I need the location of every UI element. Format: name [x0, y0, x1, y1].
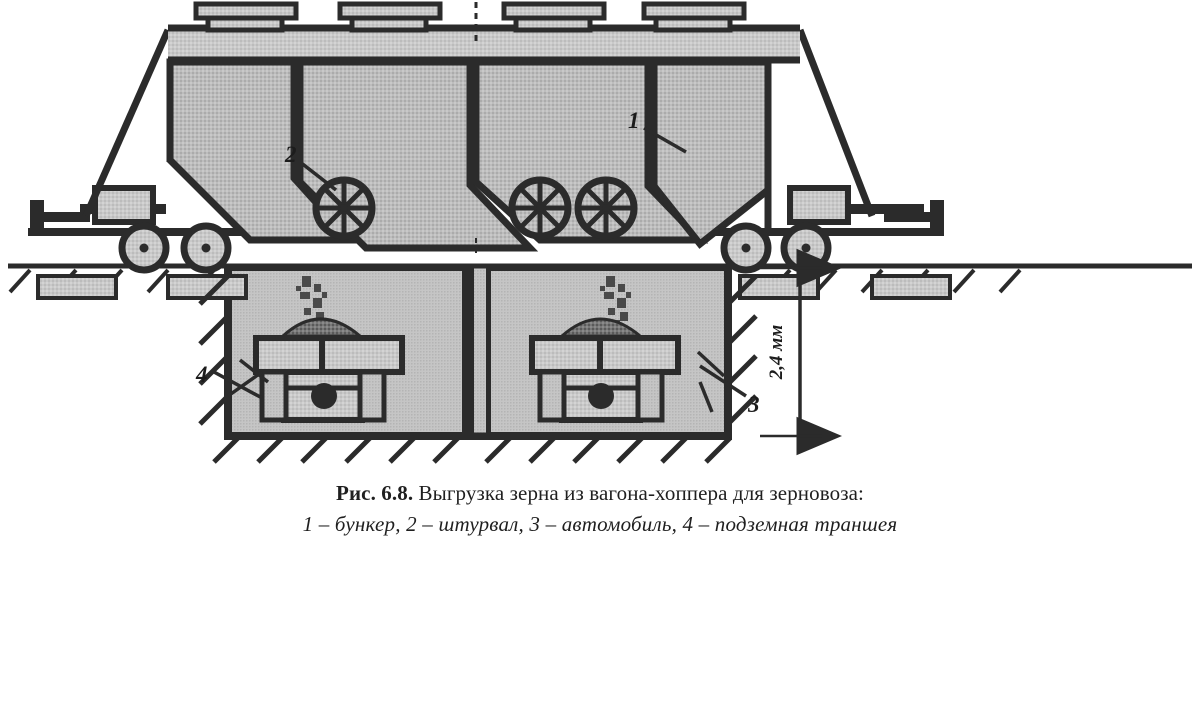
end-slope-left: [82, 28, 172, 218]
roof-hatch-2: [337, 1, 443, 33]
callout-label-1: 1: [628, 108, 640, 133]
figure-title: Выгрузка зерна из вагона-хоппера для зер…: [418, 481, 864, 505]
hopper-car-body: [82, 1, 876, 256]
handwheel-1: [312, 176, 376, 240]
handwheel-2: [508, 176, 572, 240]
trench-wall-hatch-left: [198, 274, 230, 426]
figure-caption: Рис. 6.8. Выгрузка зерна из вагона-хоппе…: [0, 478, 1200, 540]
figure-legend: 1 – бункер, 2 – штурвал, 3 – автомобиль,…: [302, 512, 898, 536]
roof-hatches[interactable]: [193, 1, 747, 33]
trench-wall-hatch-right: [726, 274, 758, 426]
handwheel-3: [574, 176, 638, 240]
handwheels[interactable]: [312, 176, 638, 240]
track-sleepers: [36, 274, 952, 300]
car-roof: [168, 28, 800, 60]
leader-1: [643, 126, 687, 154]
callout-label-4: 4: [195, 362, 208, 387]
roof-hatch-1: [193, 1, 299, 33]
callout-label-2: 2: [284, 142, 297, 167]
truck-wheel-right: [588, 383, 614, 409]
buffer-box-right: [787, 185, 851, 225]
truck-bed-right: [529, 335, 681, 375]
truck-bed-left: [253, 335, 405, 375]
truck-right: [529, 276, 681, 423]
bogie-left: [118, 222, 232, 274]
truck-left: [253, 276, 405, 423]
trench-divider-wall: [462, 266, 474, 438]
hopper-bay-4: [650, 58, 772, 249]
leader-4: [213, 358, 270, 400]
coupler-left[interactable]: [30, 185, 166, 236]
buffer-box-left: [92, 185, 156, 225]
figure-number: Рис. 6.8.: [336, 481, 414, 505]
truck-wheel-left: [311, 383, 337, 409]
callout-leaders: [213, 126, 747, 413]
roof-hatch-3: [501, 1, 607, 33]
dimension-label: 2,4 мм: [766, 325, 787, 381]
caption-title-line: Рис. 6.8. Выгрузка зерна из вагона-хоппе…: [0, 478, 1200, 508]
grain-pile-right: [558, 317, 645, 338]
ground-line: [8, 263, 1192, 464]
leader-3: [696, 350, 747, 413]
trench-floor-hatch: [212, 436, 732, 464]
callout-label-3: 3: [747, 392, 760, 417]
trench-depth-dimension: 2,4 мм: [756, 248, 842, 456]
end-slope-right: [796, 28, 876, 218]
grain-pile-left: [279, 317, 365, 338]
leader-2: [298, 160, 338, 192]
roof-hatch-4: [641, 1, 747, 33]
coupler-right[interactable]: [787, 185, 944, 236]
